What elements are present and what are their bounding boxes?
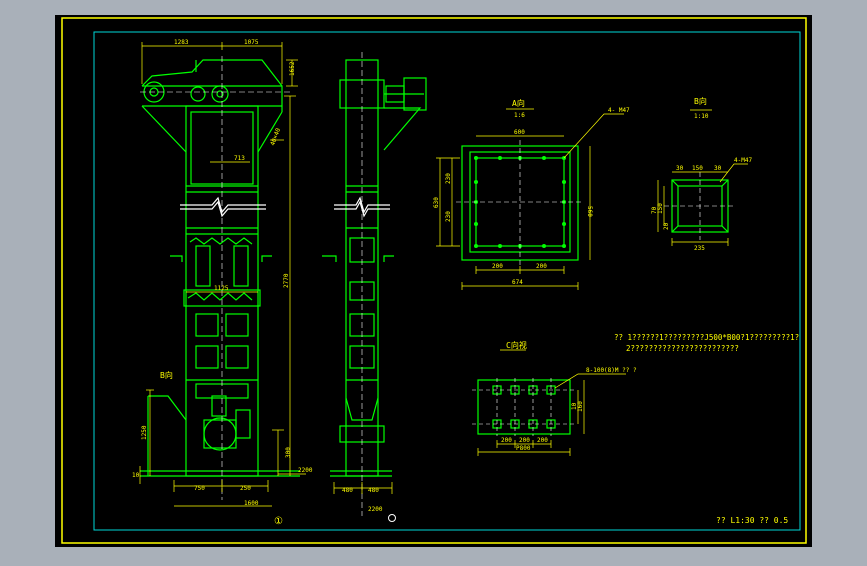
section-a-dim-200a: 200 (492, 263, 503, 270)
inspection-window (195, 313, 219, 337)
side-dim-2200: 2200 (368, 506, 383, 513)
section-a-title: A向 (512, 98, 525, 108)
note-line-1: ?? 1??????1?????????J500*B00?1?????????1… (614, 333, 799, 342)
dim-2770: 2770 (283, 273, 290, 288)
side-dim-text: 480 480 2200 (342, 487, 383, 513)
dim-1250: 1250 (141, 425, 148, 440)
front-view (140, 59, 300, 477)
section-a-dim-230b: 230 (445, 211, 452, 222)
front-dim-text: 1283 1075 1652 2770 713 1125 750 250 160… (132, 39, 313, 527)
side-marker (388, 514, 396, 522)
section-c-dim-200c: 200 (537, 437, 548, 444)
drive-sprocket-a (190, 86, 206, 102)
marker-1: ① (274, 516, 283, 527)
section-b-scale: 1:10 (694, 113, 709, 120)
section-b-callout: 4-M47 (734, 157, 752, 164)
section-a-dim-560: 560 (586, 206, 593, 217)
section-mark-b: B向 (160, 370, 173, 380)
dim-713: 713 (234, 155, 245, 162)
section-a-dim-200b: 200 (536, 263, 547, 270)
dim-300: 300 (285, 447, 292, 458)
section-b-dimensions (657, 109, 748, 246)
section-a-scale: 1:6 (514, 112, 525, 119)
section-a-dimensions (436, 108, 624, 290)
side-dim-480-a: 480 (342, 487, 353, 494)
dim-10: 10 (132, 472, 140, 479)
section-c-text: C向视 8-100(8)M ?? ? 200 200 200 P800 10 1… (501, 340, 637, 452)
dim-1125: 1125 (214, 285, 229, 292)
section-a-centerlines (456, 140, 584, 266)
dim-1600: 1600 (244, 500, 259, 507)
section-b-dim-top-c: 30 (714, 165, 722, 172)
section-b-text: B向 1:10 4-M47 30 150 30 70 150 20 235 (651, 96, 752, 252)
inner-frame (93, 31, 801, 531)
front-centerlines (140, 56, 290, 500)
dim-1652: 1652 (289, 61, 296, 76)
section-b-dim-left-b: 150 (657, 203, 664, 214)
section-b-dim-top-b: 150 (692, 165, 703, 172)
section-c-dim-right-b: 160 (577, 401, 584, 412)
section-a-dim-230a: 230 (445, 173, 452, 184)
section-b-dim-left-c: 20 (663, 222, 670, 230)
section-a-dim-630: 630 (433, 197, 440, 208)
section-c-title: C向视 (506, 340, 527, 350)
title-block: ?? L1:30 ?? 0.5 (716, 516, 788, 525)
section-a-dim-600: 600 (514, 129, 525, 136)
section-c-callout: 8-100(8)M ?? ? (586, 367, 637, 374)
note-line-2: 2???????????????????????? (626, 344, 739, 353)
dim-2200: 2200 (298, 467, 313, 474)
model-space (55, 15, 812, 547)
section-c-centerlines (472, 378, 576, 436)
section-a-callout: 4- M47 (608, 107, 630, 114)
drive-sprocket-b (211, 85, 229, 103)
section-a-dim-674: 674 (512, 279, 523, 286)
side-dim-480-b: 480 (368, 487, 379, 494)
dim-250: 250 (240, 485, 251, 492)
side-dimensions (333, 482, 393, 494)
section-c-dim-200a: 200 (501, 437, 512, 444)
section-a-text: A向 1:6 4- M47 630 230 230 200 200 674 56… (433, 98, 630, 286)
section-b-dim-bottom: 235 (694, 245, 705, 252)
outer-frame (61, 17, 807, 544)
section-c-dim-right-a: 10 (571, 402, 578, 410)
dim-1075: 1075 (244, 39, 259, 46)
dim-750: 750 (194, 485, 205, 492)
section-b-dim-top-a: 30 (676, 165, 684, 172)
section-b-centerlines (664, 172, 736, 240)
technical-notes: ?? 1??????1?????????J500*B00?1?????????1… (614, 333, 799, 353)
section-c-base (477, 379, 571, 435)
section-c-dim-200b: 200 (519, 437, 530, 444)
section-c-dim-overall: P800 (516, 445, 531, 452)
dim-1283: 1283 (174, 39, 189, 46)
section-b-dim-left-a: 70 (651, 206, 658, 214)
section-c-dimensions (477, 349, 626, 456)
section-b-title: B向 (694, 96, 707, 106)
front-dimensions (139, 42, 306, 507)
